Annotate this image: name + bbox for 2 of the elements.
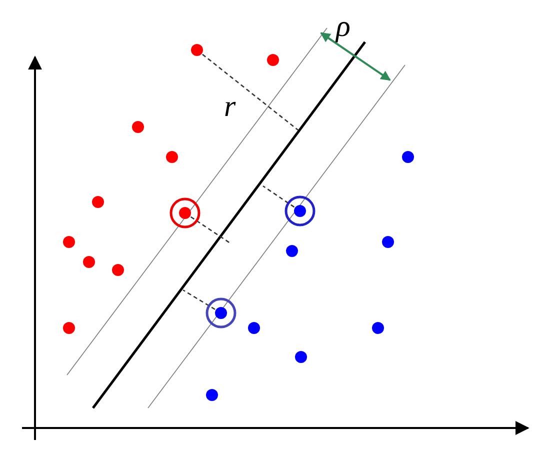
margin-symbol: ρ [336,12,350,42]
distance-symbol: r [224,92,236,122]
